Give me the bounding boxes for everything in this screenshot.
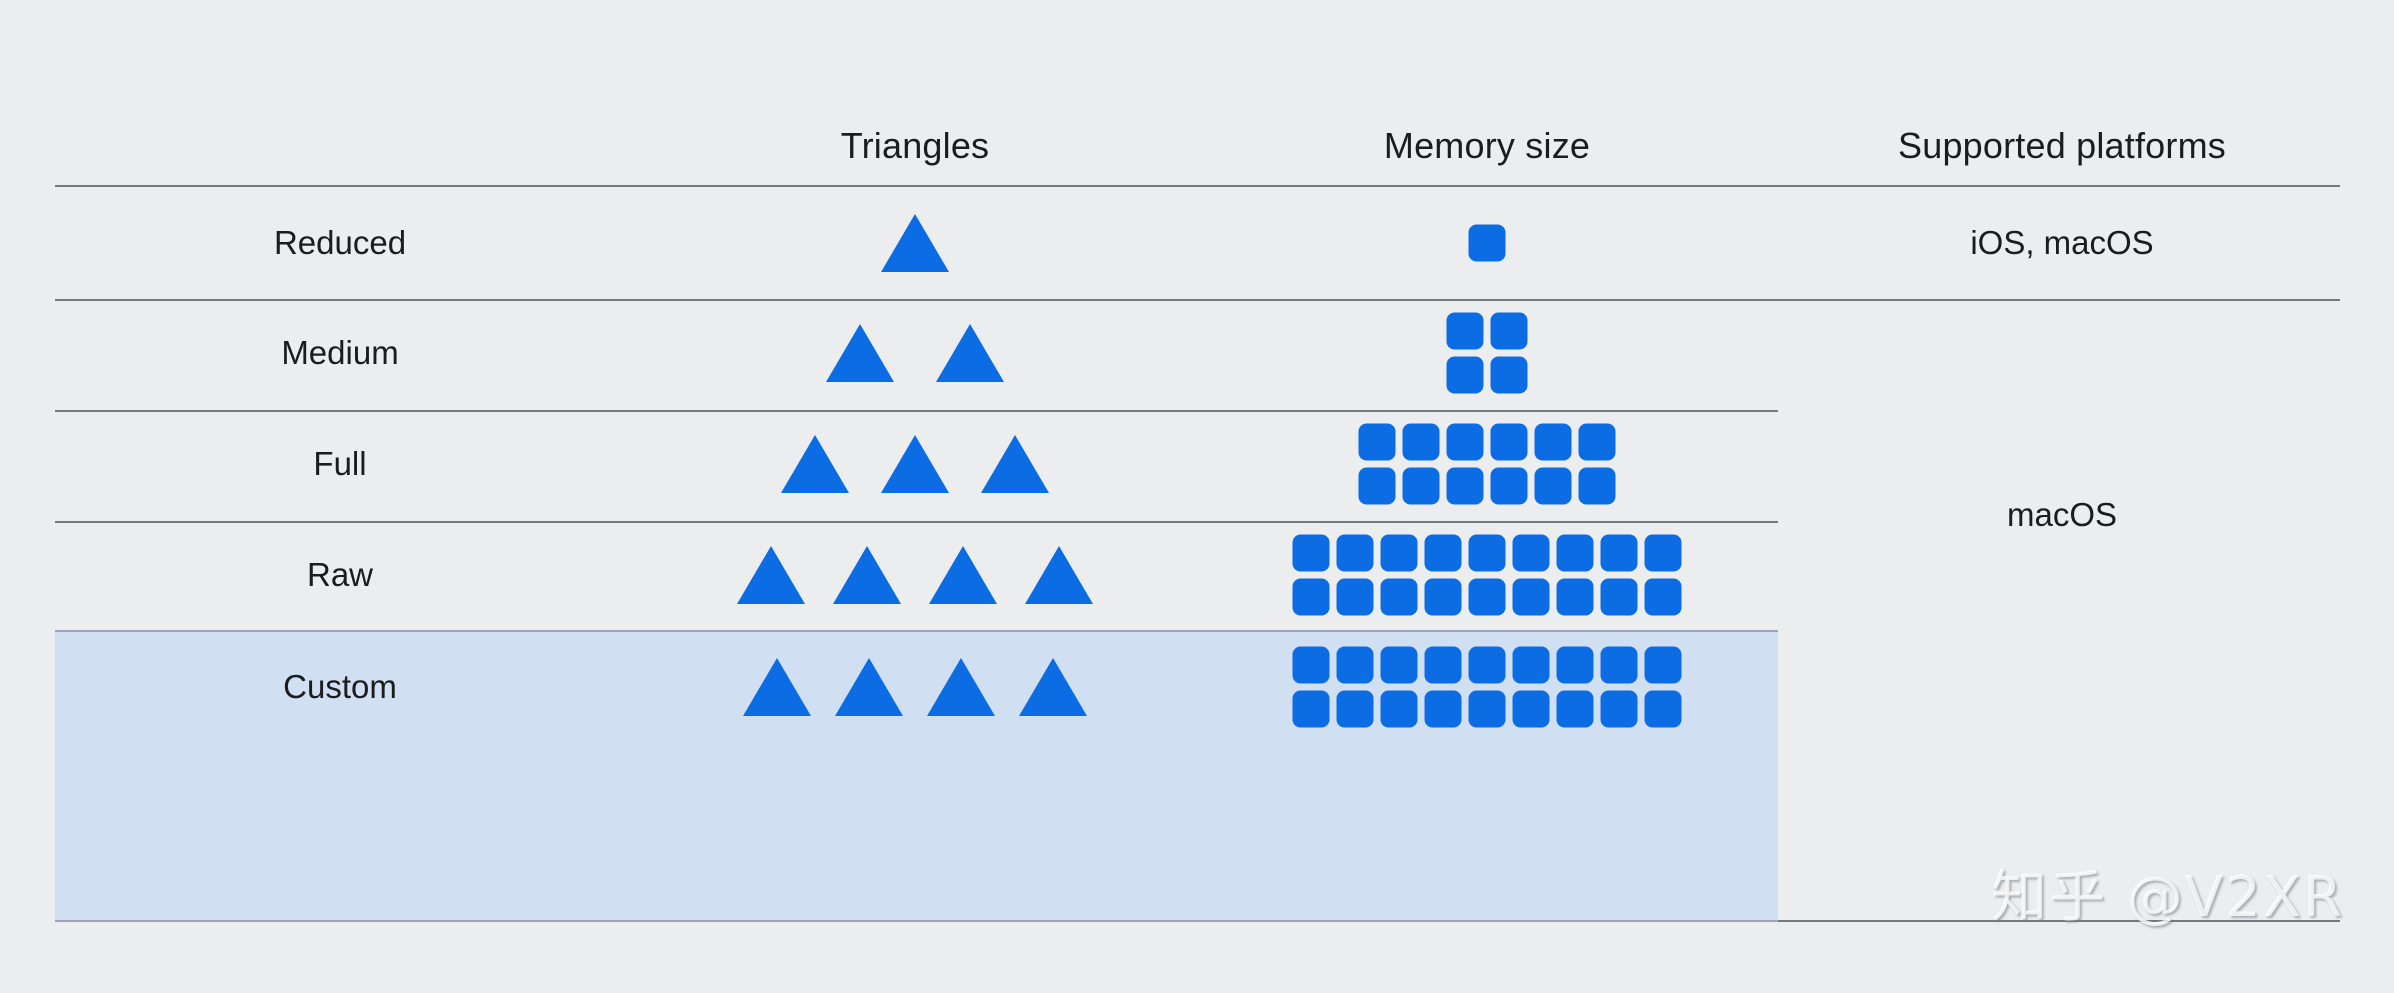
table-header-row: Triangles Memory size Supported platform… — [0, 0, 2394, 166]
row-label-raw: Raw — [306, 556, 374, 593]
divider-below-reduced — [55, 299, 2340, 301]
memory-square-icon — [1556, 534, 1594, 572]
memory-cell-custom — [1292, 646, 1682, 728]
row-label-full: Full — [313, 445, 367, 482]
memory-square-icon — [1644, 690, 1682, 728]
memory-cell-raw — [1292, 534, 1682, 616]
triangle-icon — [881, 435, 949, 493]
memory-square-icon — [1292, 646, 1330, 684]
row-label-custom: Custom — [283, 668, 397, 705]
memory-square-icon — [1424, 646, 1462, 684]
triangle-icon — [881, 214, 949, 272]
memory-square-icon — [1490, 312, 1528, 350]
memory-square-icon — [1292, 690, 1330, 728]
memory-square-icon — [1292, 578, 1330, 616]
triangle-icon — [826, 324, 894, 382]
memory-square-icon — [1490, 467, 1528, 505]
memory-square-icon — [1358, 423, 1396, 461]
memory-square-icon — [1534, 423, 1572, 461]
memory-square-icon — [1446, 423, 1484, 461]
memory-square-icon — [1600, 690, 1638, 728]
memory-square-icon — [1402, 423, 1440, 461]
memory-square-icon — [1336, 578, 1374, 616]
triangle-icon — [737, 546, 805, 604]
memory-square-icon — [1600, 578, 1638, 616]
memory-square-icon — [1292, 534, 1330, 572]
memory-square-icon — [1600, 534, 1638, 572]
column-header-triangles: Triangles — [840, 125, 990, 166]
triangles-cell-custom — [743, 658, 1087, 716]
triangle-icon — [833, 546, 901, 604]
memory-square-icon — [1336, 646, 1374, 684]
triangle-icon — [927, 658, 995, 716]
memory-square-icon — [1358, 467, 1396, 505]
memory-square-icon — [1644, 646, 1682, 684]
triangles-cell-full — [781, 435, 1049, 493]
column-header-supported-platforms: Supported platforms — [1898, 125, 2226, 166]
memory-square-icon — [1490, 356, 1528, 394]
memory-square-icon — [1490, 423, 1528, 461]
memory-square-icon — [1424, 534, 1462, 572]
memory-square-icon — [1556, 690, 1594, 728]
triangle-icon — [1019, 658, 1087, 716]
memory-square-icon — [1424, 690, 1462, 728]
triangle-icon — [781, 435, 849, 493]
triangle-icon — [981, 435, 1049, 493]
memory-square-icon — [1380, 690, 1418, 728]
memory-square-icon — [1644, 578, 1682, 616]
memory-square-icon — [1468, 690, 1506, 728]
triangle-icon — [929, 546, 997, 604]
triangle-icon — [743, 658, 811, 716]
memory-square-icon — [1468, 224, 1506, 262]
row-label-medium: Medium — [281, 334, 399, 371]
triangles-cell-raw — [737, 546, 1093, 604]
memory-square-icon — [1468, 578, 1506, 616]
memory-square-icon — [1534, 467, 1572, 505]
memory-square-icon — [1446, 356, 1484, 394]
memory-cell-reduced — [1468, 224, 1506, 262]
memory-square-icon — [1402, 467, 1440, 505]
memory-square-icon — [1380, 646, 1418, 684]
memory-square-icon — [1380, 534, 1418, 572]
triangles-cell-medium — [826, 324, 1004, 382]
memory-square-icon — [1468, 646, 1506, 684]
memory-square-icon — [1512, 646, 1550, 684]
triangles-cell-reduced — [881, 214, 949, 272]
memory-square-icon — [1600, 646, 1638, 684]
divider-below-header — [55, 185, 2340, 187]
memory-square-icon — [1556, 578, 1594, 616]
triangle-icon — [835, 658, 903, 716]
memory-square-icon — [1446, 312, 1484, 350]
triangle-icon — [936, 324, 1004, 382]
memory-square-icon — [1512, 690, 1550, 728]
memory-square-icon — [1336, 690, 1374, 728]
memory-cell-medium — [1446, 312, 1528, 394]
memory-square-icon — [1644, 534, 1682, 572]
memory-square-icon — [1556, 646, 1594, 684]
memory-square-icon — [1380, 578, 1418, 616]
memory-square-icon — [1578, 467, 1616, 505]
platform-value-macos-span: macOS — [2006, 496, 2118, 533]
memory-square-icon — [1336, 534, 1374, 572]
platform-value-reduced: iOS, macOS — [1970, 224, 2154, 261]
memory-square-icon — [1446, 467, 1484, 505]
row-label-reduced: Reduced — [273, 224, 407, 261]
memory-square-icon — [1578, 423, 1616, 461]
memory-square-icon — [1512, 578, 1550, 616]
memory-cell-full — [1358, 423, 1616, 505]
memory-square-icon — [1512, 534, 1550, 572]
divider-below-full — [55, 521, 1778, 523]
triangle-icon — [1025, 546, 1093, 604]
column-header-memory-size: Memory size — [1383, 125, 1591, 166]
divider-below-medium — [55, 410, 1778, 412]
memory-square-icon — [1424, 578, 1462, 616]
memory-square-icon — [1468, 534, 1506, 572]
